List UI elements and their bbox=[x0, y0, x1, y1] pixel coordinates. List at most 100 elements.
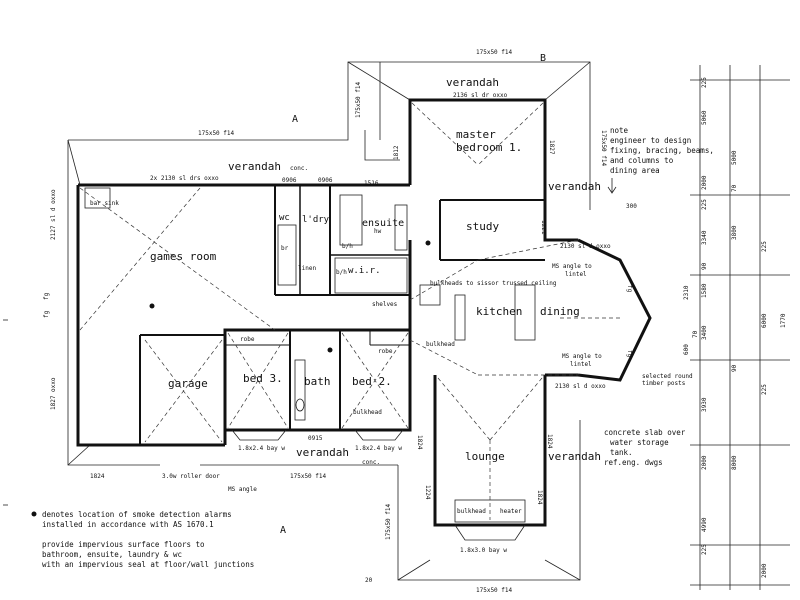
ms-angle-lintel-2b-label: lintel bbox=[570, 361, 592, 368]
robe-label-1: robe bbox=[240, 336, 255, 343]
right-dimension-lines bbox=[690, 65, 790, 590]
beam-bottom-label: 175x50 f14 bbox=[290, 473, 327, 480]
dim-right-3340: 3340 bbox=[701, 230, 708, 245]
dim-0906-b: 0906 bbox=[318, 177, 333, 184]
internal-walls bbox=[139, 185, 545, 445]
bulkhead-label-3: bulkhead bbox=[457, 508, 486, 515]
door-dining-label: 2130 sl d oxxo bbox=[560, 243, 611, 250]
dim-right-600: 600 bbox=[683, 344, 690, 355]
dim-right-3930: 3930 bbox=[701, 397, 708, 412]
conc-label: conc. bbox=[290, 165, 308, 172]
section-marker-a-bottom: A bbox=[280, 525, 286, 536]
bath-label: bath bbox=[304, 375, 331, 388]
linen-label: linen bbox=[298, 265, 316, 272]
door-left-label: 2127 sl d oxxo bbox=[50, 189, 57, 240]
hw-label: hw bbox=[374, 228, 382, 235]
beam-main-label: 175x50 f14 bbox=[198, 130, 235, 137]
dining-label: dining bbox=[540, 305, 580, 318]
engineer-note-line-1: note bbox=[610, 126, 629, 135]
dim-right-90b: 90 bbox=[731, 364, 738, 372]
dim-right-225d: 225 bbox=[761, 384, 768, 395]
door-main-label: 2x 2130 sl drs oxxo bbox=[150, 175, 219, 182]
roller-door-label: 3.0w roller door bbox=[162, 473, 220, 480]
wir-label: w.i.r. bbox=[348, 266, 381, 276]
fg-label-2: fg bbox=[43, 310, 50, 318]
ldry-label: l'dry bbox=[302, 215, 330, 225]
bulkhead-note-label: bulkheads to sissor trussed ceiling bbox=[430, 280, 557, 287]
beam-lounge-vert-label: 175x50 f14 bbox=[385, 503, 392, 540]
engineer-note: note engineer to design fixing, bracing,… bbox=[610, 126, 714, 175]
dim-right-225c: 225 bbox=[761, 241, 768, 252]
room-labels: verandah verandah verandah verandah vera… bbox=[150, 76, 601, 463]
dim-0915: 0915 bbox=[308, 435, 323, 442]
ms-angle-lintel-1-label: MS angle to bbox=[552, 263, 592, 270]
beam-top-label: 175x50 f14 bbox=[476, 49, 513, 56]
bay-windows bbox=[231, 429, 526, 541]
annotations: 175x50 f14 175x50 f14 175x50 f14 175x50 … bbox=[43, 49, 693, 594]
verandah-main-label: verandah bbox=[228, 160, 281, 173]
shelves-label: shelves bbox=[372, 301, 398, 308]
games-room-label: games room bbox=[150, 250, 217, 263]
dim-0906-a: 0906 bbox=[282, 177, 297, 184]
kitchen-label: kitchen bbox=[476, 305, 522, 318]
smoke-detectors bbox=[31, 240, 431, 517]
ceiling-diagonals bbox=[79, 102, 620, 520]
verandah-roof-lines bbox=[67, 61, 591, 581]
bulkhead-label-1: bulkhead bbox=[426, 341, 455, 348]
bay-3-label: 1.8x3.0 bay w bbox=[460, 547, 507, 554]
bh-label-2: b/h bbox=[336, 269, 347, 276]
dim-right-3400: 3400 bbox=[701, 325, 708, 340]
bar-sink-label: bar sink bbox=[90, 200, 119, 207]
floor-note-line-1: provide impervious surface floors to bbox=[42, 540, 205, 549]
dim-right-2310: 2310 bbox=[683, 285, 690, 300]
door-master-label: 2136 sl dr oxxo bbox=[453, 92, 508, 99]
smoke-detector-legend-dot bbox=[31, 511, 37, 517]
slab-note-line-3: tank. bbox=[610, 448, 633, 457]
dim-right-2000c: 2000 bbox=[761, 563, 768, 578]
engineer-note-line-3: fixing, bracing, beams, bbox=[610, 146, 714, 155]
kitchen-fixtures bbox=[84, 187, 536, 523]
wc-label: wc bbox=[279, 213, 290, 223]
dim-right-2000b: 2000 bbox=[701, 455, 708, 470]
smoke-note-line-1: denotes location of smoke detection alar… bbox=[42, 510, 232, 519]
bulkhead-label-2: bulkhead bbox=[353, 409, 382, 416]
lounge-label: lounge bbox=[465, 450, 505, 463]
dim-1824-d: 1824 bbox=[416, 435, 423, 450]
dim-300: 300 bbox=[626, 203, 637, 210]
ms-angle-lintel-2-label: MS angle to bbox=[562, 353, 602, 360]
verandah-bottom-label: verandah bbox=[296, 446, 349, 459]
dim-right-225e: 225 bbox=[701, 544, 708, 555]
robe-label-2: robe bbox=[378, 348, 393, 355]
right-dimension-values: 225 5060 5000 2000 70 225 3340 3800 225 … bbox=[683, 77, 787, 578]
fg-label-4: fg bbox=[626, 350, 633, 358]
dim-1812: 1812 bbox=[393, 145, 400, 160]
dim-right-5000: 5000 bbox=[731, 150, 738, 165]
slab-note-line-4: ref.eng. dwgs bbox=[604, 458, 663, 467]
dim-right-225a: 225 bbox=[701, 77, 708, 88]
ms-angle-lintel-1b-label: lintel bbox=[565, 271, 587, 278]
dim-1224: 1224 bbox=[424, 485, 431, 500]
br-label: br bbox=[281, 245, 289, 252]
dim-right-1770: 1770 bbox=[780, 313, 787, 328]
bottom-number-label: 20 bbox=[365, 577, 373, 584]
dim-1824-b: 1824 bbox=[546, 434, 553, 449]
fg-label-3: fg bbox=[626, 285, 633, 293]
study-label: study bbox=[466, 220, 499, 233]
dim-right-5060: 5060 bbox=[701, 110, 708, 125]
dim-right-8000: 8000 bbox=[731, 455, 738, 470]
window-left-label: 1827 oxxo bbox=[50, 377, 57, 410]
dim-right-70b: 70 bbox=[692, 330, 699, 338]
dim-1824-c: 1824 bbox=[536, 490, 543, 505]
engineer-note-line-2: engineer to design bbox=[610, 136, 691, 145]
dim-right-1580: 1580 bbox=[701, 283, 708, 298]
beam-lounge-label: 175x50 f14 bbox=[476, 587, 513, 594]
dim-right-2000a: 2000 bbox=[701, 175, 708, 190]
engineer-note-line-4: and columns to bbox=[610, 156, 674, 165]
section-marker-a-top: A bbox=[292, 114, 298, 125]
bed3-label: bed 3. bbox=[243, 372, 283, 385]
heater-label: heater bbox=[500, 508, 522, 515]
beam-left-vert-label: 175x50 f14 bbox=[355, 81, 362, 118]
slab-note: concrete slab over water storage tank. r… bbox=[604, 428, 686, 467]
bed2-label: bed 2. bbox=[352, 375, 392, 388]
